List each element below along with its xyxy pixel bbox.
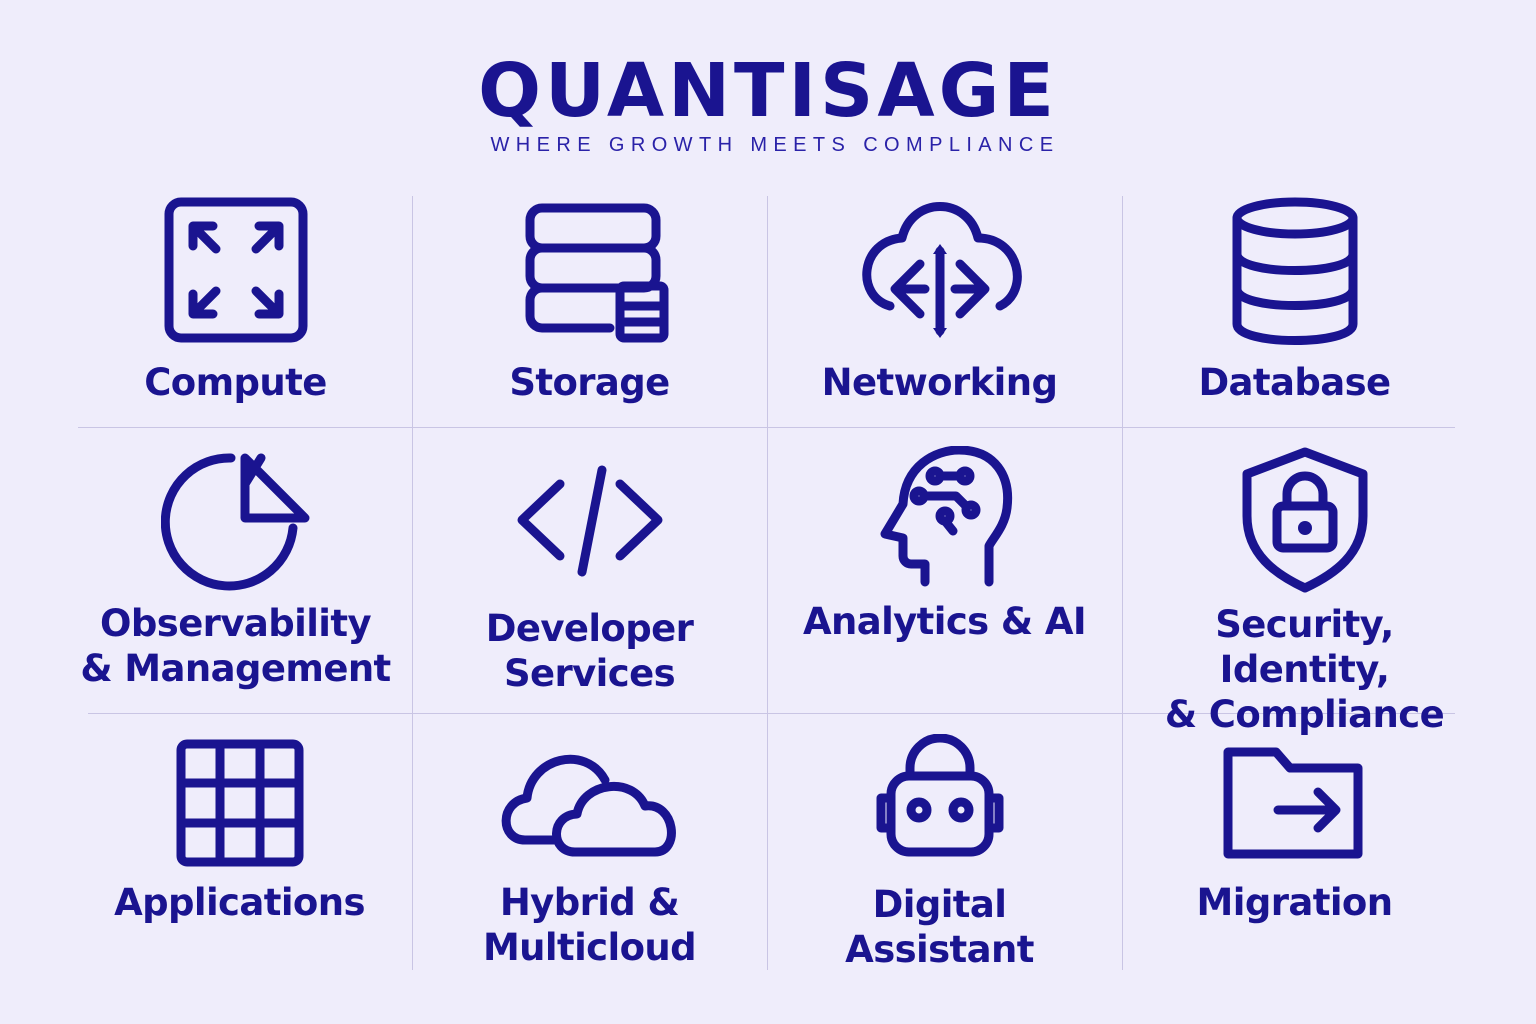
service-label: Developer Services — [485, 607, 694, 695]
service-developer[interactable]: Developer Services — [412, 462, 767, 696]
service-label: Digital Assistant — [845, 883, 1034, 971]
service-label: Networking — [821, 361, 1058, 404]
shield-lock-icon — [1242, 447, 1367, 593]
service-security[interactable]: Security, Identity, & Compliance — [1127, 446, 1482, 737]
clouds-icon — [501, 754, 676, 857]
service-analytics[interactable]: Analytics & AI — [767, 446, 1122, 644]
grid-icon — [176, 739, 303, 867]
service-label: Observability & Management — [80, 602, 391, 690]
divider — [78, 427, 1455, 428]
ai-head-icon — [880, 446, 1012, 587]
service-applications[interactable]: Applications — [62, 738, 417, 925]
service-hybrid[interactable]: Hybrid & Multicloud — [412, 740, 767, 970]
service-label: Security, Identity, & Compliance — [1164, 603, 1445, 736]
service-migration[interactable]: Migration — [1117, 742, 1472, 925]
service-assistant[interactable]: Digital Assistant — [762, 734, 1117, 972]
service-database[interactable]: Database — [1117, 196, 1472, 405]
brand-tagline: WHERE GROWTH MEETS COMPLIANCE — [490, 134, 1060, 156]
service-label: Storage — [509, 361, 670, 404]
brand-logo: QUANTISAGE — [478, 48, 1058, 134]
divider — [767, 196, 768, 970]
database-icon — [1232, 197, 1357, 345]
service-label: Compute — [144, 361, 327, 404]
service-networking[interactable]: Networking — [762, 196, 1117, 405]
service-observability[interactable]: Observability & Management — [58, 448, 413, 691]
divider — [412, 196, 413, 970]
robot-icon — [876, 734, 1003, 857]
code-icon — [517, 465, 662, 577]
service-compute[interactable]: Compute — [58, 196, 413, 405]
service-label: Migration — [1196, 881, 1394, 924]
divider — [1122, 196, 1123, 970]
cloud-network-icon — [861, 202, 1022, 338]
folder-arrow-icon — [1223, 747, 1362, 859]
storage-icon — [525, 203, 668, 343]
service-label: Applications — [114, 881, 365, 924]
service-label: Analytics & AI — [802, 600, 1087, 643]
expand-icon — [164, 197, 307, 343]
service-label: Hybrid & Multicloud — [482, 881, 697, 969]
divider — [88, 713, 1455, 714]
service-storage[interactable]: Storage — [412, 196, 767, 405]
service-label: Database — [1198, 361, 1391, 404]
pie-chart-icon — [160, 453, 309, 591]
